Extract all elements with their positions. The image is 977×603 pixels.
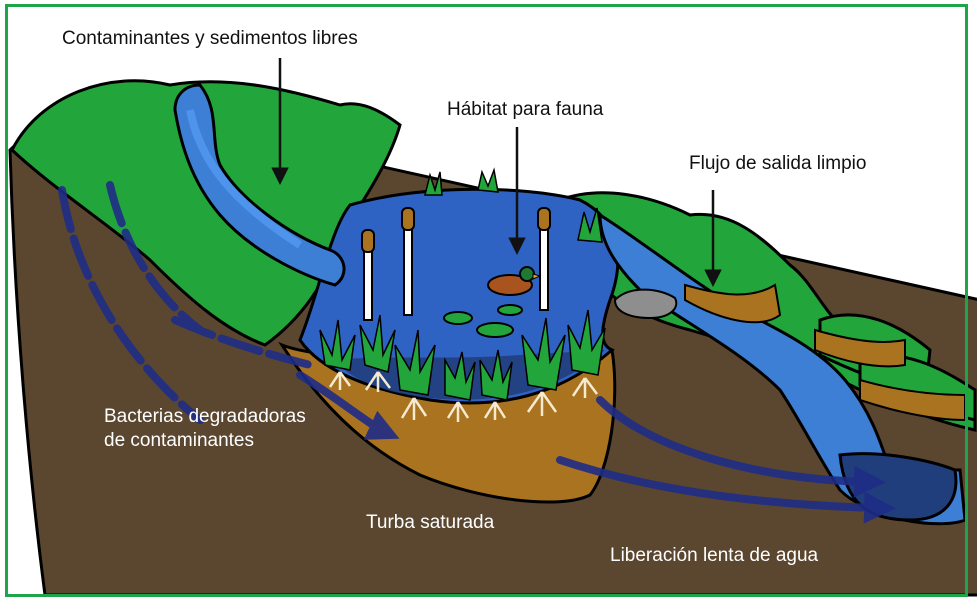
label-outflow: Flujo de salida limpio <box>689 153 867 174</box>
bank-strip-2 <box>814 328 906 368</box>
inflow-highlight <box>186 109 303 249</box>
label-bacteria-line2: de contaminantes <box>104 430 254 451</box>
label-pollutants: Contaminantes y sedimentos libres <box>62 28 358 49</box>
rock <box>613 288 678 320</box>
cattail-2 <box>401 207 415 316</box>
duck-icon <box>487 266 542 296</box>
grass-tufts <box>424 167 603 243</box>
figure-border <box>5 4 968 597</box>
cattail-3 <box>537 207 551 311</box>
label-peat: Turba saturada <box>366 512 495 533</box>
groundwater-flow-arrows <box>58 181 896 524</box>
label-habitat: Hábitat para fauna <box>447 99 604 120</box>
lily-pad-1 <box>443 311 473 325</box>
lily-pad-2 <box>476 322 514 338</box>
marsh-plants <box>319 309 606 422</box>
label-slow-release: Liberación lenta de agua <box>610 545 819 566</box>
bank-strip-1 <box>684 283 782 324</box>
grass-hill-left <box>10 79 402 347</box>
label-bacteria-line1: Bacterias degradadoras <box>104 406 306 427</box>
lily-pad-3 <box>497 304 523 316</box>
inflow-stream <box>173 83 346 287</box>
cattail-1 <box>361 229 375 321</box>
